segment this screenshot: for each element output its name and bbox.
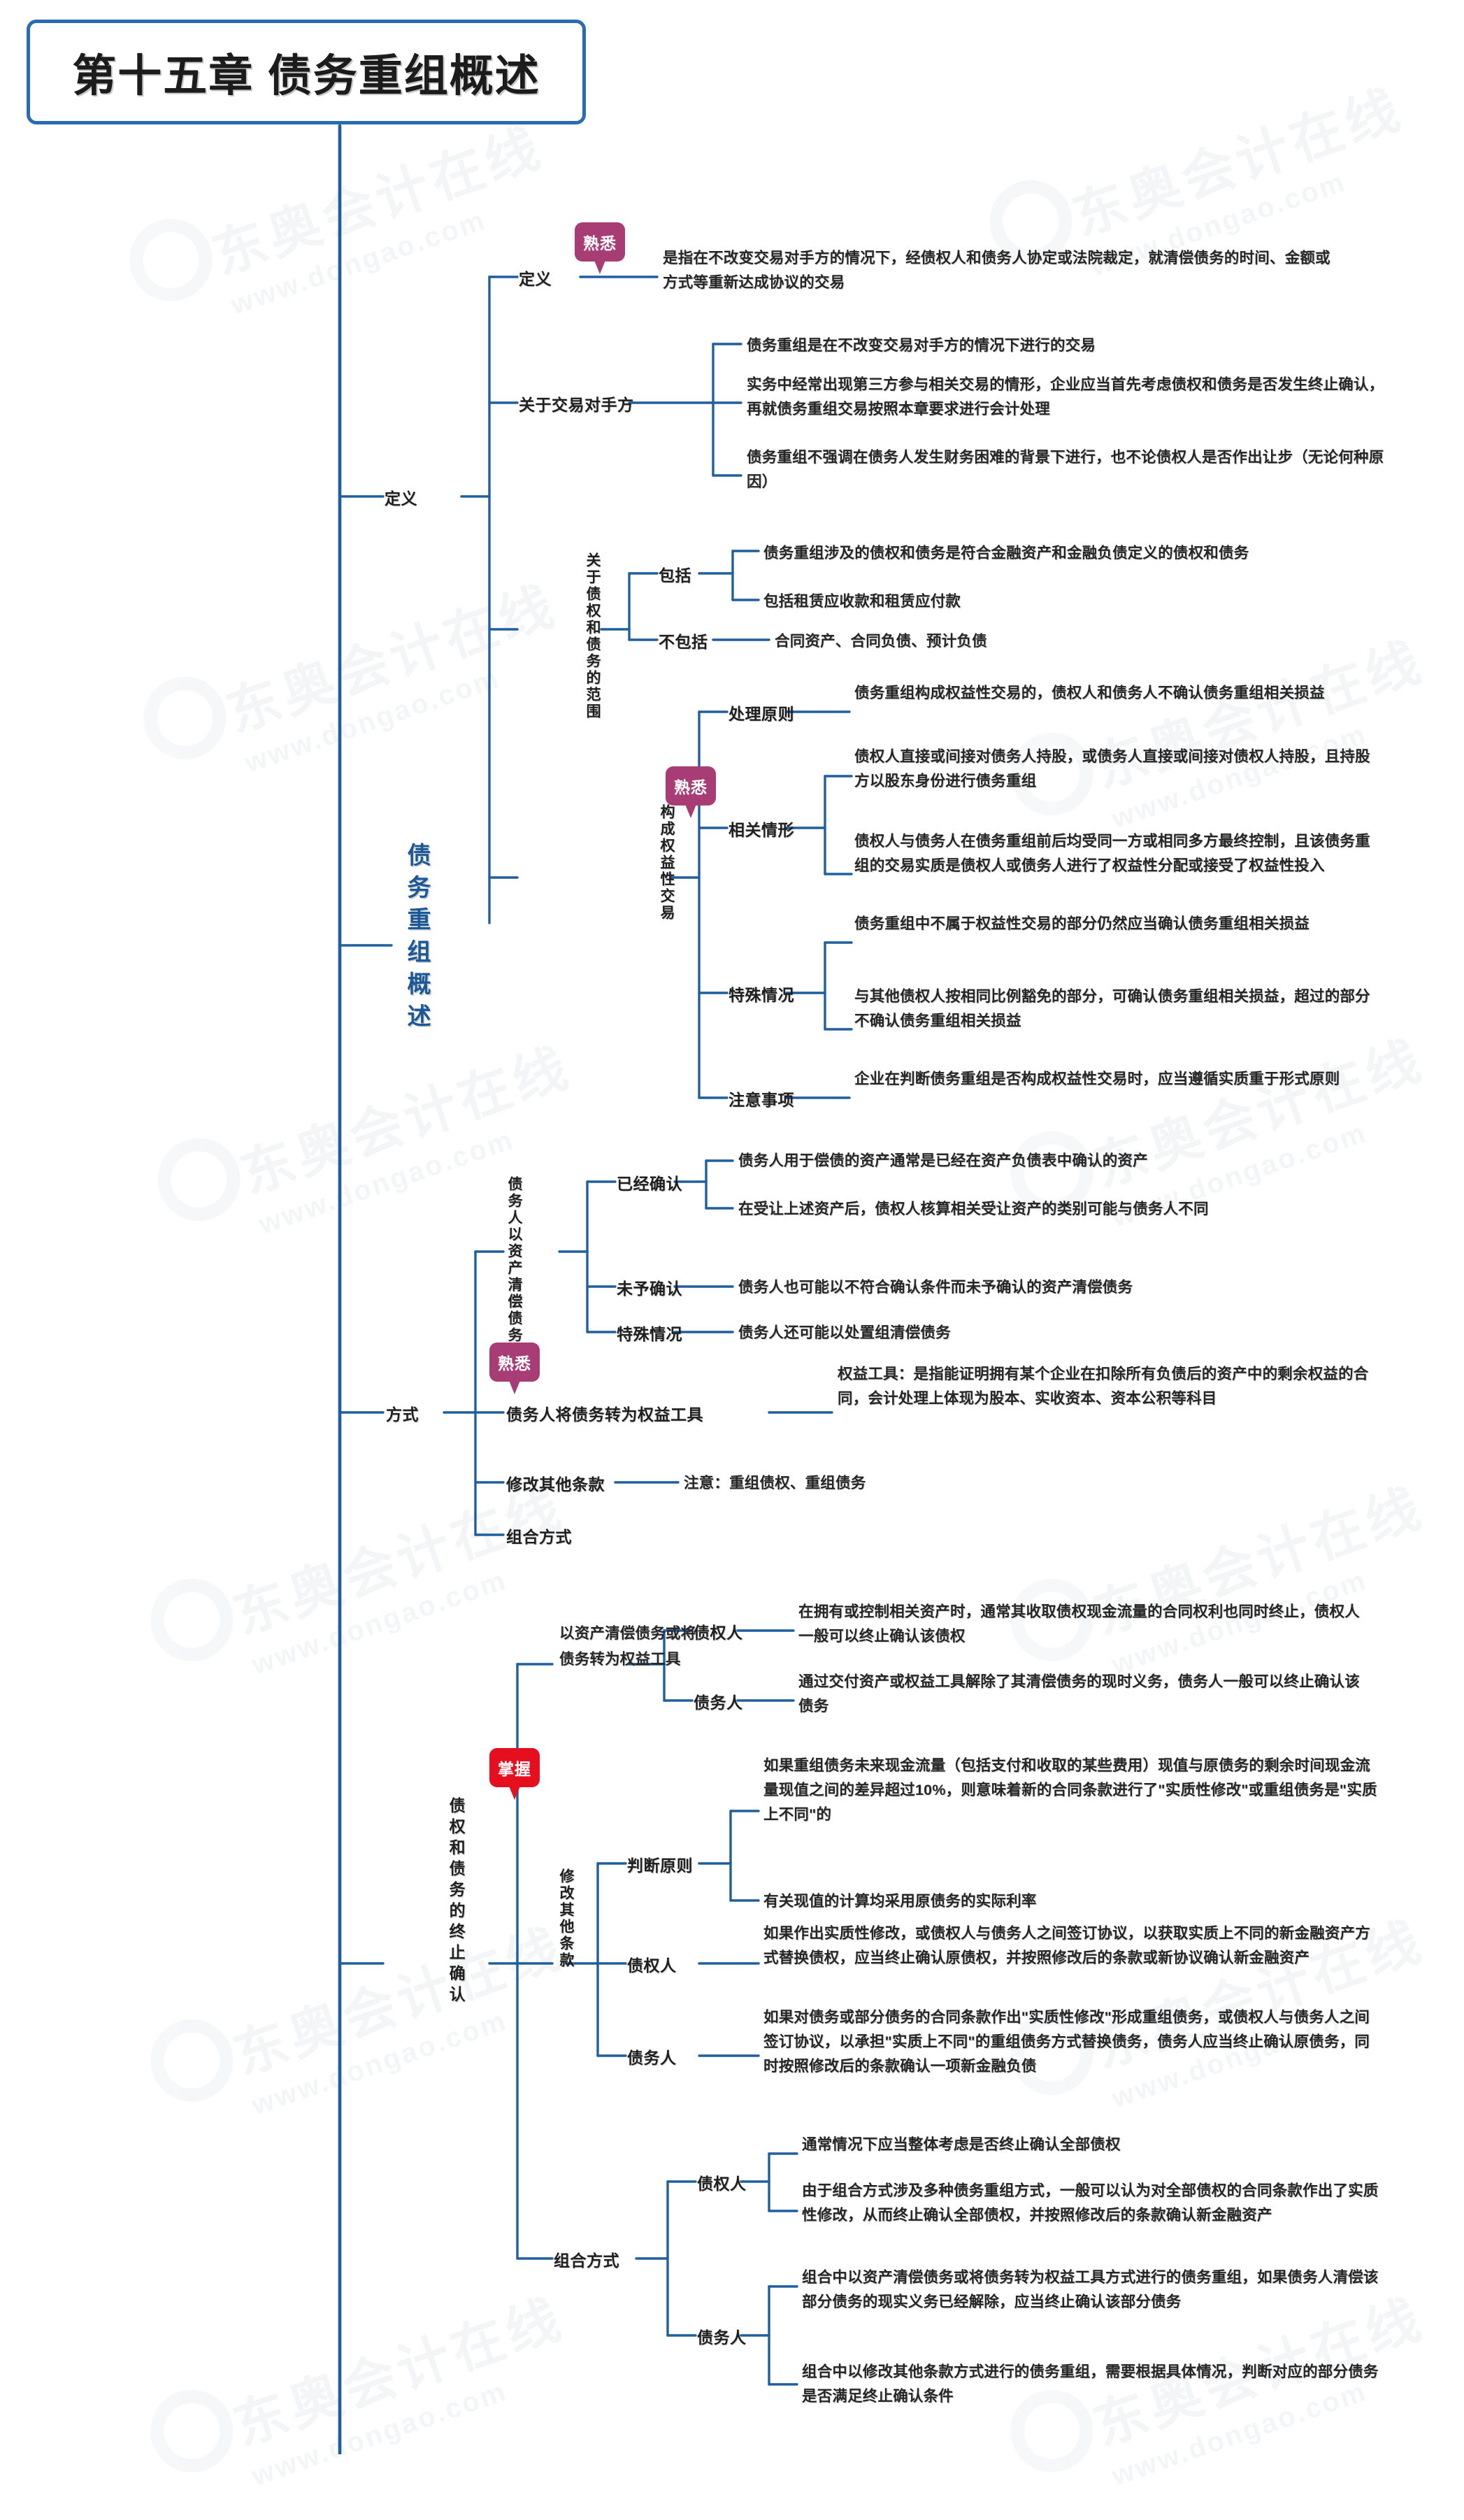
node-label-equity-principle[interactable]: 处理原则 [729, 705, 794, 723]
node-label-debt-to-equity[interactable]: 债务人将债务转为权益工具 [506, 1405, 703, 1424]
branch-label-derecognition[interactable]: 债权和债务的终止确认 [447, 1797, 466, 2007]
node-label-settle-or-equity[interactable]: 以资产清偿债务或将债务转为权益工具 [559, 1625, 696, 1668]
branch-label-definition[interactable]: 定义 [385, 489, 417, 508]
node-label-combined-2[interactable]: 组合方式 [554, 2251, 619, 2270]
badge-shuxi: 熟悉 [666, 766, 716, 818]
leaf-creditor-2-0: 如果作出实质性修改，或债权人与债务人之间签订协议，以获取实质上不同的新金融资产方… [763, 1925, 1371, 1966]
badge-shuxi: 熟悉 [489, 1343, 540, 1394]
node-label-judgment-principle[interactable]: 判断原则 [627, 1856, 693, 1875]
leaf-counterparty-2: 债务重组不强调在债务人发生财务困难的背景下进行，也不论债权人是否作出让步（无论何… [747, 449, 1384, 490]
leaf-debtor-3-0: 组合中以资产清偿债务或将债务转为权益工具方式进行的债务重组，如果债务人清偿该部分… [802, 2269, 1379, 2310]
branch-label-methods[interactable]: 方式 [386, 1405, 419, 1424]
leaf-creditor-3-0: 通常情况下应当整体考虑是否终止确认全部债权 [802, 2136, 1121, 2153]
node-label-equity-cases[interactable]: 相关情形 [729, 821, 794, 839]
leaf-scope-include-1: 包括租赁应收款和租赁应付款 [763, 593, 961, 610]
node-label-scope-exclude[interactable]: 不包括 [659, 633, 708, 651]
leaf-equity-special-1: 与其他债权人按相同比例豁免的部分，可确认债务重组相关损益，超过的部分不确认债务重… [854, 988, 1370, 1029]
node-label-scope-include[interactable]: 包括 [659, 566, 691, 585]
node-label-recognized[interactable]: 已经确认 [617, 1175, 682, 1193]
leaf-debtor-1-0: 通过交付资产或权益工具解除了其清偿债务的现时义务，债务人一般可以终止确认该债务 [798, 1673, 1360, 1714]
badge-zhangwo: 掌握 [489, 1748, 540, 1800]
leaf-counterparty-1: 实务中经常出现第三方参与相关交易的情形，企业应当首先考虑债权和债务是否发生终止确… [747, 376, 1384, 417]
node-label-creditor-1[interactable]: 债权人 [694, 1624, 743, 1642]
leaf-equity-principle-0: 债务重组构成权益性交易的，债权人和债务人不确认债务重组相关损益 [854, 685, 1325, 701]
node-label-debtor-1[interactable]: 债务人 [694, 1694, 743, 1712]
node-label-modify-terms-2[interactable]: 修改其他条款 [558, 1868, 575, 1969]
root-node[interactable]: 债务重组概述 [403, 843, 430, 1036]
leaf-modify-terms-0: 注意：重组债权、重组债务 [684, 1475, 866, 1491]
leaf-counterparty-0: 债务重组是在不改变交易对手方的情况下进行的交易 [747, 337, 1096, 354]
leaf-equity-special-0: 债务重组中不属于权益性交易的部分仍然应当确认债务重组相关损益 [854, 915, 1310, 932]
connector-lines [338, 124, 853, 2454]
leaf-unrecognized-0: 债务人也可能以不符合确认条件而未予确认的资产清偿债务 [738, 1279, 1133, 1296]
node-label-equity-txn[interactable]: 构成权益性交易 [659, 804, 675, 922]
node-label-equity-special[interactable]: 特殊情况 [729, 986, 794, 1004]
node-label-settle-assets[interactable]: 债务人以资产清偿债务 [506, 1176, 523, 1344]
node-label-debtor-3[interactable]: 债务人 [697, 2328, 747, 2347]
node-label-creditor-2[interactable]: 债权人 [627, 1956, 677, 1975]
node-label-equity-notes[interactable]: 注意事项 [729, 1091, 794, 1109]
leaf-recognized-0: 债务人用于偿债的资产通常是已经在资产负债表中确认的资产 [738, 1152, 1148, 1169]
leaf-definition-def-0: 是指在不改变交易对手方的情况下，经债权人和债务人协定或法院裁定，就清偿债务的时间… [663, 250, 1330, 291]
leaf-scope-include-0: 债务重组涉及的债权和债务是符合金融资产和金融负债定义的债权和债务 [763, 545, 1249, 561]
node-label-method-special[interactable]: 特殊情况 [617, 1325, 682, 1343]
leaf-judgment-principle-1: 有关现值的计算均采用原债务的实际利率 [763, 1893, 1037, 1910]
leaf-judgment-principle-0: 如果重组债务未来现金流量（包括支付和收取的某些费用）现值与原债务的剩余时间现金流… [763, 1757, 1377, 1823]
leaf-equity-cases-1: 债权人与债务人在债务重组前后均受同一方或相同多方最终控制，且该债务重组的交易实质… [854, 833, 1370, 874]
node-label-unrecognized[interactable]: 未予确认 [617, 1280, 682, 1298]
node-label-debtor-2[interactable]: 债务人 [627, 2049, 677, 2067]
node-label-definition-def[interactable]: 定义 [519, 270, 552, 288]
leaf-creditor-3-1: 由于组合方式涉及多种债务重组方式，一般可以认为对全部债权的合同条款作出了实质性修… [802, 2182, 1379, 2224]
leaf-method-special-0: 债务人还可能以处置组清偿债务 [738, 1324, 951, 1341]
leaf-debtor-3-1: 组合中以修改其他条款方式进行的债务重组，需要根据具体情况，判断对应的部分债务是否… [802, 2363, 1379, 2405]
leaf-debtor-2-0: 如果对债务或部分债务的合同条款作出"实质性修改"形成重组债务，或债权人与债务人之… [763, 2009, 1370, 2075]
leaf-equity-notes-0: 企业在判断债务重组是否构成权益性交易时，应当遵循实质重于形式原则 [854, 1071, 1340, 1087]
leaf-recognized-1: 在受让上述资产后，债权人核算相关受让资产的类别可能与债务人不同 [738, 1201, 1209, 1217]
page-title: 第十五章 债务重组概述 [72, 51, 540, 101]
node-label-combined[interactable]: 组合方式 [506, 1528, 572, 1546]
node-label-counterparty[interactable]: 关于交易对手方 [519, 396, 634, 414]
leaf-equity-cases-0: 债权人直接或间接对债务人持股，或债务人直接或间接对债权人持股，且持股方以股东身份… [854, 748, 1370, 789]
node-label-modify-terms[interactable]: 修改其他条款 [506, 1475, 605, 1494]
leaf-scope-exclude-0: 合同资产、合同负债、预计负债 [775, 633, 987, 650]
badge-shuxi: 熟悉 [575, 222, 625, 274]
leaf-creditor-1-0: 在拥有或控制相关资产时，通常其收取债权现金流量的合同权利也同时终止，债权人一般可… [798, 1603, 1360, 1645]
node-label-scope[interactable]: 关于债权和债务的范围 [584, 552, 601, 720]
node-label-creditor-3[interactable]: 债权人 [697, 2175, 747, 2193]
leaf-debt-to-equity-0: 权益工具：是指能证明拥有某个企业在扣除所有负债后的资产中的剩余权益的合同，会计处… [838, 1366, 1369, 1407]
page-title-box: 第十五章 债务重组概述 [27, 20, 586, 124]
